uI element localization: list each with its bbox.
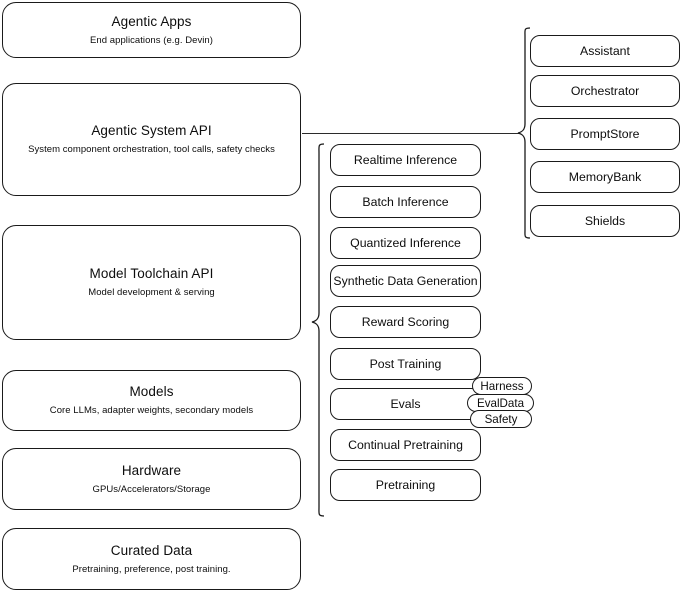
system-component-box-promptstore[interactable]: PromptStore — [530, 118, 680, 150]
brace-toolchain-capabilities — [311, 143, 325, 517]
capability-label: Post Training — [369, 356, 442, 371]
capability-box-quantized-inference[interactable]: Quantized Inference — [330, 227, 481, 259]
capability-box-pretraining[interactable]: Pretraining — [330, 469, 481, 501]
layer-box-model-toolchain-api[interactable]: Model Toolchain API Model development & … — [2, 225, 301, 340]
connector-system-api-to-components — [302, 133, 519, 135]
layer-title: Hardware — [121, 462, 182, 478]
eval-badge-evaldata[interactable]: EvalData — [467, 394, 534, 412]
layer-subtitle: GPUs/Accelerators/Storage — [92, 483, 211, 495]
system-component-box-orchestrator[interactable]: Orchestrator — [530, 75, 680, 107]
system-component-label: MemoryBank — [568, 169, 642, 184]
capability-label: Pretraining — [375, 477, 436, 492]
capability-label: Reward Scoring — [361, 314, 450, 329]
layer-subtitle: Pretraining, preference, post training. — [72, 563, 231, 575]
layer-title: Curated Data — [110, 542, 193, 558]
system-component-label: Orchestrator — [570, 83, 640, 98]
layer-title: Agentic System API — [91, 123, 212, 138]
capability-label: Quantized Inference — [350, 235, 461, 250]
layer-box-models[interactable]: Models Core LLMs, adapter weights, secon… — [2, 370, 301, 431]
layer-subtitle: Model development & serving — [88, 287, 215, 298]
brace-system-components — [517, 27, 531, 239]
capability-box-post-training[interactable]: Post Training — [330, 348, 481, 380]
layer-title: Model Toolchain API — [89, 266, 214, 281]
eval-badge-label: Harness — [480, 379, 524, 393]
layer-title: Agentic Apps — [111, 13, 192, 29]
layer-subtitle: Core LLMs, adapter weights, secondary mo… — [49, 405, 254, 416]
system-component-box-memorybank[interactable]: MemoryBank — [530, 161, 680, 193]
capability-label: Synthetic Data Generation — [333, 273, 478, 288]
layer-title: Models — [129, 384, 174, 399]
layer-subtitle: End applications (e.g. Devin) — [90, 34, 213, 46]
capability-box-synthetic-data-generation[interactable]: Synthetic Data Generation — [330, 265, 481, 297]
eval-badge-label: Safety — [484, 412, 518, 426]
layer-subtitle: System component orchestration, tool cal… — [28, 144, 275, 155]
system-component-label: Shields — [584, 213, 626, 228]
capability-label: Batch Inference — [362, 194, 449, 209]
layer-box-agentic-apps[interactable]: Agentic Apps End applications (e.g. Devi… — [2, 2, 301, 58]
layer-box-hardware[interactable]: Hardware GPUs/Accelerators/Storage — [2, 448, 301, 510]
eval-badge-safety[interactable]: Safety — [470, 410, 532, 428]
capability-label: Evals — [390, 396, 421, 411]
capability-box-batch-inference[interactable]: Batch Inference — [330, 186, 481, 218]
layer-box-curated-data[interactable]: Curated Data Pretraining, preference, po… — [2, 528, 301, 590]
capability-label: Realtime Inference — [353, 152, 458, 167]
capability-box-continual-pretraining[interactable]: Continual Pretraining — [330, 429, 481, 461]
capability-box-realtime-inference[interactable]: Realtime Inference — [330, 144, 481, 176]
eval-badge-harness[interactable]: Harness — [472, 377, 532, 395]
system-component-box-assistant[interactable]: Assistant — [530, 35, 680, 67]
system-component-label: PromptStore — [570, 126, 640, 141]
system-component-box-shields[interactable]: Shields — [530, 205, 680, 237]
eval-badge-label: EvalData — [476, 396, 525, 410]
system-component-label: Assistant — [580, 43, 630, 58]
layer-box-agentic-system-api[interactable]: Agentic System API System component orch… — [2, 83, 301, 196]
capability-box-reward-scoring[interactable]: Reward Scoring — [330, 306, 481, 338]
capability-label: Continual Pretraining — [348, 437, 463, 452]
capability-box-evals[interactable]: Evals — [330, 388, 481, 420]
